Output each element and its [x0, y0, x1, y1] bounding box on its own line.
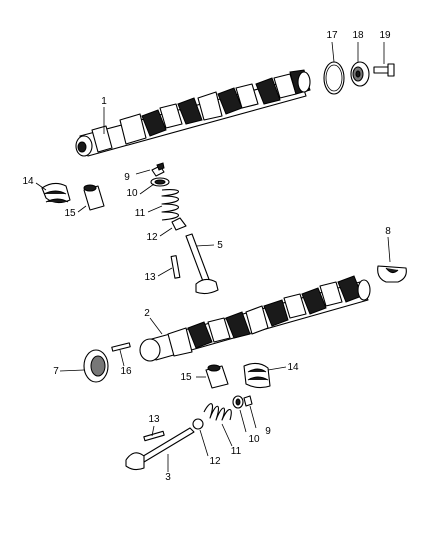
- valve-guide-lower: [143, 430, 165, 442]
- upper-camshaft: [75, 69, 311, 157]
- callout-1: 1: [101, 96, 107, 107]
- callout-10-lower: 10: [248, 434, 260, 445]
- callout-11-lower: 11: [231, 446, 242, 457]
- callout-5: 5: [217, 240, 223, 251]
- valve-spring-lower: [203, 403, 232, 421]
- valve-guide-upper: [170, 255, 181, 279]
- callout-9-lower: 9: [265, 426, 271, 437]
- callout-13-upper: 13: [144, 272, 156, 283]
- callout-16: 16: [120, 366, 132, 377]
- valve-seal-upper: [171, 217, 187, 231]
- lash-adjuster-lower: [205, 364, 229, 389]
- bearing-cap: [377, 265, 407, 283]
- camshaft-seal: [83, 349, 109, 383]
- sprocket-bolt: [373, 63, 395, 77]
- lower-camshaft: [139, 275, 371, 362]
- callout-8: 8: [385, 226, 391, 237]
- valve-spring-upper: [161, 189, 180, 221]
- valve-retainer-upper: [150, 177, 170, 187]
- callout-3: 3: [165, 472, 171, 483]
- callout-10-upper: 10: [126, 188, 138, 199]
- intake-valve: [125, 427, 195, 471]
- callout-14-lower: 14: [287, 362, 299, 373]
- lash-adjuster-upper: [83, 184, 105, 211]
- callout-12-upper: 12: [146, 232, 158, 243]
- valve-keepers-lower: [243, 395, 253, 407]
- callout-14-upper: 14: [22, 176, 34, 187]
- exhaust-valve: [185, 233, 219, 295]
- callout-2: 2: [144, 308, 150, 319]
- callout-12-lower: 12: [209, 456, 221, 467]
- callout-18: 18: [352, 30, 364, 41]
- valve-seal-lower: [192, 418, 204, 430]
- callout-15-lower: 15: [180, 372, 192, 383]
- o-ring: [323, 61, 345, 95]
- callout-labels: 1 2 3 5 7 8 9 9 10 10 11 11 12 12 13 13 …: [22, 30, 391, 483]
- rocker-arm-upper: [41, 182, 71, 204]
- callout-15-upper: 15: [64, 208, 76, 219]
- callout-19: 19: [379, 30, 391, 41]
- rocker-arm-lower: [243, 362, 271, 389]
- callout-17: 17: [326, 30, 338, 41]
- callout-9-upper: 9: [124, 172, 130, 183]
- dowel-pin: [111, 342, 131, 352]
- callout-7: 7: [53, 366, 59, 377]
- callout-11-upper: 11: [135, 208, 146, 219]
- callout-13-lower: 13: [148, 414, 160, 425]
- valve-retainer-lower: [232, 395, 244, 409]
- leader-lines: [35, 41, 391, 472]
- valve-keepers-upper: [151, 162, 165, 177]
- cam-sprocket: [350, 61, 370, 87]
